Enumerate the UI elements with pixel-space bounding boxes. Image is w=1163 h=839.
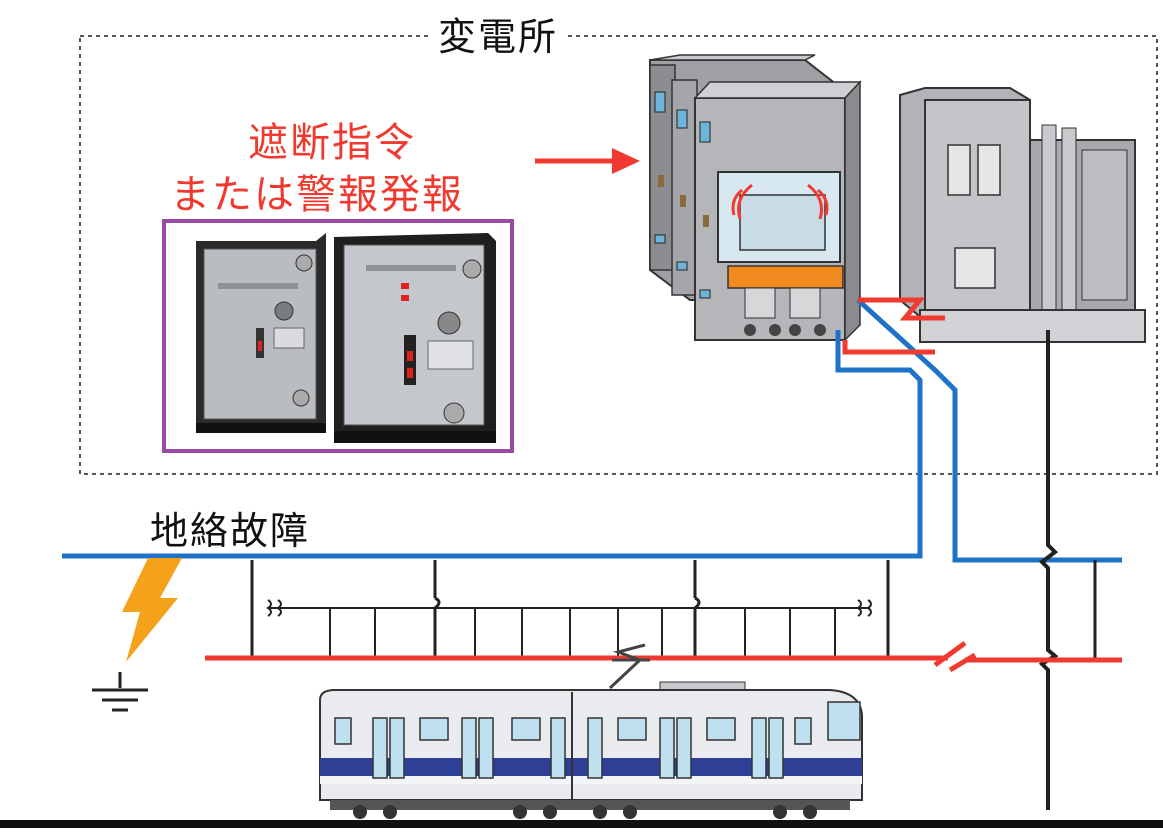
device-photo-frame — [162, 219, 514, 453]
substation-boundary — [79, 35, 1158, 475]
trip-command-label: 遮断指令 — [248, 120, 416, 166]
trolley-wire-gap-1 — [933, 640, 967, 668]
ground-fault-label: 地絡故障 — [150, 509, 311, 553]
transformer-unit — [899, 87, 1146, 343]
substation-label: 変電所 — [430, 6, 567, 61]
relay-device-illustration — [196, 233, 496, 443]
ground-symbol-icon — [92, 672, 148, 712]
catenary-system — [250, 560, 1097, 658]
relay-device-left — [196, 233, 326, 433]
blue-feeder-2 — [856, 298, 1122, 563]
blue-feeder-1 — [62, 330, 923, 559]
return-line — [1038, 330, 1059, 810]
lightning-bolt-icon — [122, 558, 182, 662]
red-feeder-2 — [858, 297, 945, 321]
relay-device-right — [334, 233, 496, 443]
alarm-label: または警報発報 — [170, 172, 464, 218]
train — [319, 643, 863, 819]
breaker-switchgear — [649, 54, 862, 342]
rail — [0, 820, 1163, 828]
command-arrow — [535, 148, 640, 174]
red-feeder-1 — [842, 340, 935, 355]
